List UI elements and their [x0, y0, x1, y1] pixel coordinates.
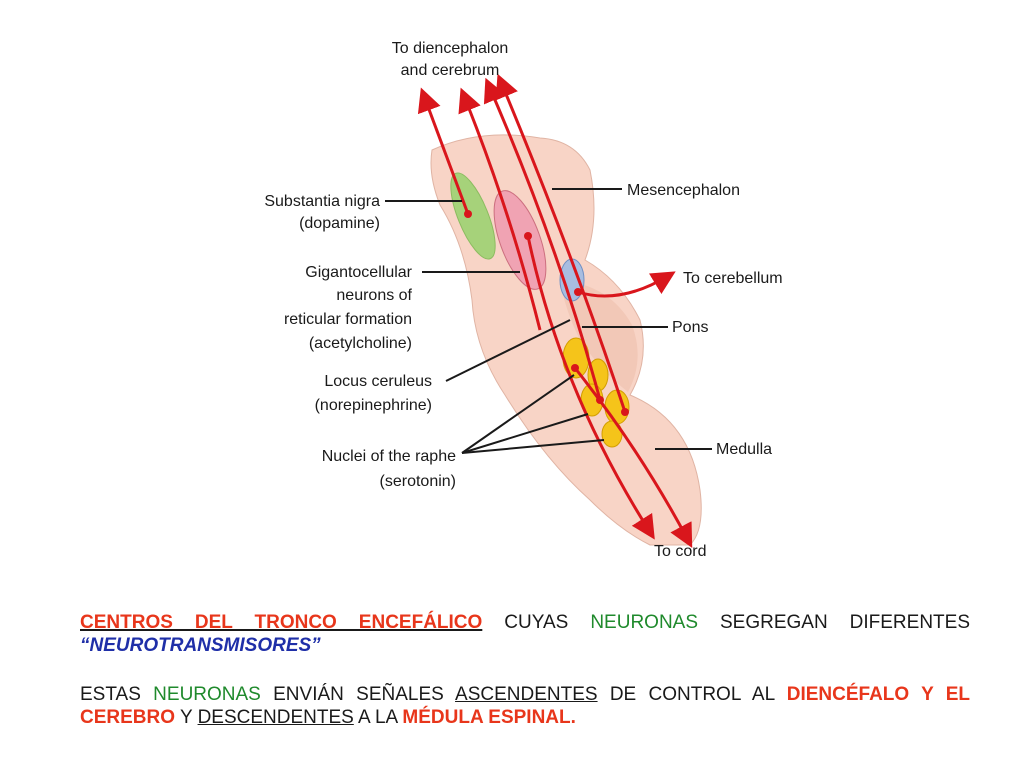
text-centros: CENTROS DEL TRONCO ENCEFÁLICO — [80, 612, 483, 633]
text-neurotransmisores: “NEUROTRANSMISORES” — [80, 635, 321, 656]
text-cuyas: CUYAS — [482, 612, 591, 633]
text-y: Y — [175, 707, 198, 728]
ascending-arrow-3 — [483, 77, 602, 401]
label-to-cord: To cord — [654, 543, 706, 560]
label-substantia-1: Substantia nigra — [264, 193, 380, 210]
label-locus-2: (norepinephrine) — [315, 397, 432, 414]
label-locus-1: Locus ceruleus — [324, 373, 432, 390]
label-giganto-2: neurons of — [336, 287, 412, 304]
text-neuronas-1: NEURONAS — [590, 612, 699, 633]
label-top-1: To diencephalon — [392, 40, 509, 57]
label-mesencephalon: Mesencephalon — [627, 182, 740, 199]
label-medulla: Medulla — [716, 441, 772, 458]
text-diencefalo: DIENCÉFALO Y EL CEREBRO — [80, 684, 970, 728]
paragraph-signals: ESTAS NEURONAS ENVIÁN SEÑALES ASCENDENTE… — [80, 683, 970, 729]
label-top-2: and cerebrum — [401, 62, 500, 79]
text-envian: ENVIÁN SEÑALES — [260, 684, 456, 705]
text-a-la: A LA — [353, 707, 403, 728]
label-giganto-1: Gigantocellular — [305, 264, 412, 281]
brainstem-diagram: To diencephalon and cerebrum Substantia … — [264, 40, 783, 560]
cerebellum-arrow — [577, 271, 676, 298]
text-medula: MÉDULA ESPINAL. — [402, 707, 576, 728]
label-substantia-2: (dopamine) — [299, 215, 380, 232]
label-raphe-2: (serotonin) — [380, 473, 456, 490]
text-de-control: DE CONTROL AL — [597, 684, 787, 705]
descending-arrow-1 — [526, 235, 655, 540]
descending-arrow-2 — [573, 367, 693, 548]
label-to-cerebellum: To cerebellum — [683, 270, 783, 287]
text-estas: ESTAS — [80, 684, 154, 705]
text-ascendentes: ASCENDENTES — [455, 684, 598, 705]
label-pons: Pons — [672, 319, 708, 336]
text-neuronas-2: NEURONAS — [153, 684, 261, 705]
ascending-arrow-4 — [495, 73, 627, 413]
label-raphe-1: Nuclei of the raphe — [322, 448, 456, 465]
ascending-arrow-2 — [458, 87, 542, 331]
text-segregan: SEGREGAN DIFERENTES — [698, 612, 971, 633]
label-giganto-3: reticular formation — [284, 311, 412, 328]
text-descendentes: DESCENDENTES — [197, 707, 354, 728]
paragraph-brainstem-centers: CENTROS DEL TRONCO ENCEFÁLICO CUYAS NEUR… — [80, 611, 970, 657]
label-giganto-4: (acetylcholine) — [309, 335, 412, 352]
ascending-arrow-1 — [417, 87, 470, 215]
